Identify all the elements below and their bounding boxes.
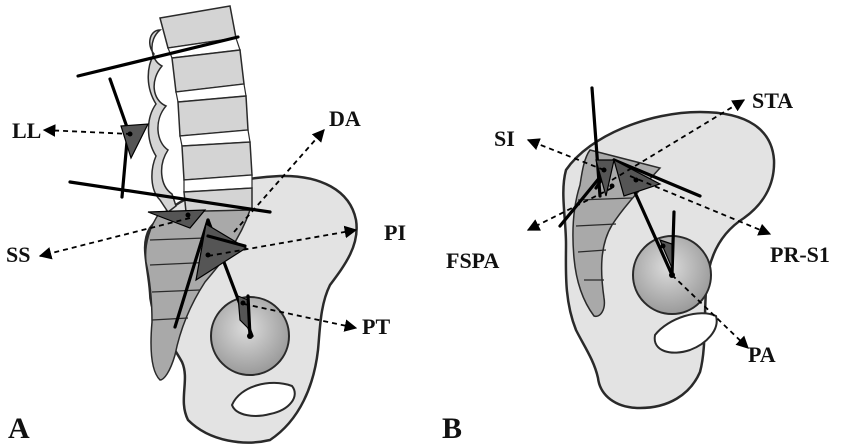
panel-letter-a: A bbox=[8, 412, 30, 445]
label-pt: PT bbox=[362, 314, 390, 339]
label-fspa: FSPA bbox=[446, 248, 499, 273]
panel-a: LL DA SS PI PT A bbox=[6, 6, 406, 445]
label-pi: PI bbox=[384, 220, 406, 245]
label-ss: SS bbox=[6, 242, 30, 267]
label-da: DA bbox=[329, 106, 361, 131]
label-sta: STA bbox=[752, 88, 793, 113]
label-ll: LL bbox=[12, 118, 41, 143]
panel-letter-b: B bbox=[442, 412, 462, 445]
label-pr-s1: PR-S1 bbox=[770, 242, 830, 267]
label-si: SI bbox=[494, 126, 515, 151]
panel-b: SI STA FSPA PR-S1 PA B bbox=[442, 88, 830, 445]
label-pa: PA bbox=[748, 342, 776, 367]
